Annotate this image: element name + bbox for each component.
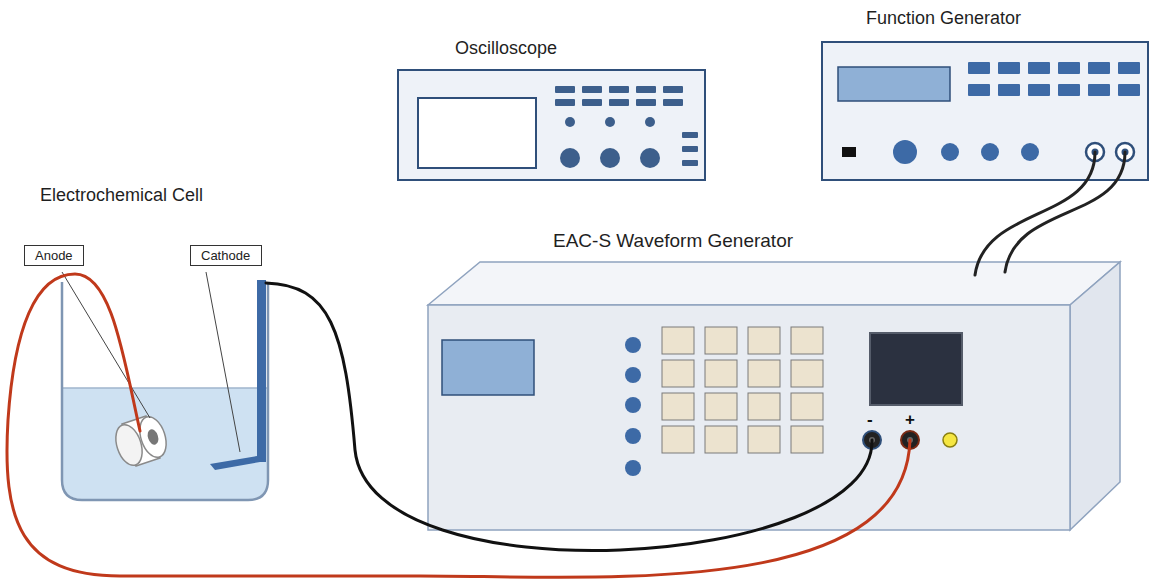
waveform-generator: EAC-S Waveform Generator (428, 262, 1120, 530)
instrument-heading: Function Generator (866, 8, 1021, 29)
anode-label-box: Anode (24, 245, 84, 266)
anode-electrode (111, 413, 171, 468)
terminal-plus: + (905, 410, 915, 430)
terminal-minus: - (867, 410, 873, 430)
beaker (62, 282, 268, 500)
instrument-heading: EAC-S Waveform Generator (553, 230, 793, 252)
wire (1005, 152, 1125, 272)
leader-line (62, 272, 240, 452)
electrode-label: Anode (35, 248, 73, 263)
instrument-heading: Electrochemical Cell (40, 185, 203, 206)
electrochemical-cell: Electrochemical Cell (38, 185, 290, 505)
wire (975, 152, 1095, 275)
electrode-label: Cathode (201, 248, 251, 263)
function-generator: Function Generator (822, 42, 1148, 180)
wire (266, 283, 872, 551)
instrument-heading: Oscilloscope (455, 38, 557, 59)
cathode-label-box: Cathode (190, 245, 262, 266)
oscilloscope-body (398, 70, 705, 180)
waveform-generator-body (428, 262, 1120, 530)
oscilloscope: Oscilloscope (398, 70, 705, 180)
function-generator-body (822, 42, 1148, 180)
wire (7, 274, 910, 577)
